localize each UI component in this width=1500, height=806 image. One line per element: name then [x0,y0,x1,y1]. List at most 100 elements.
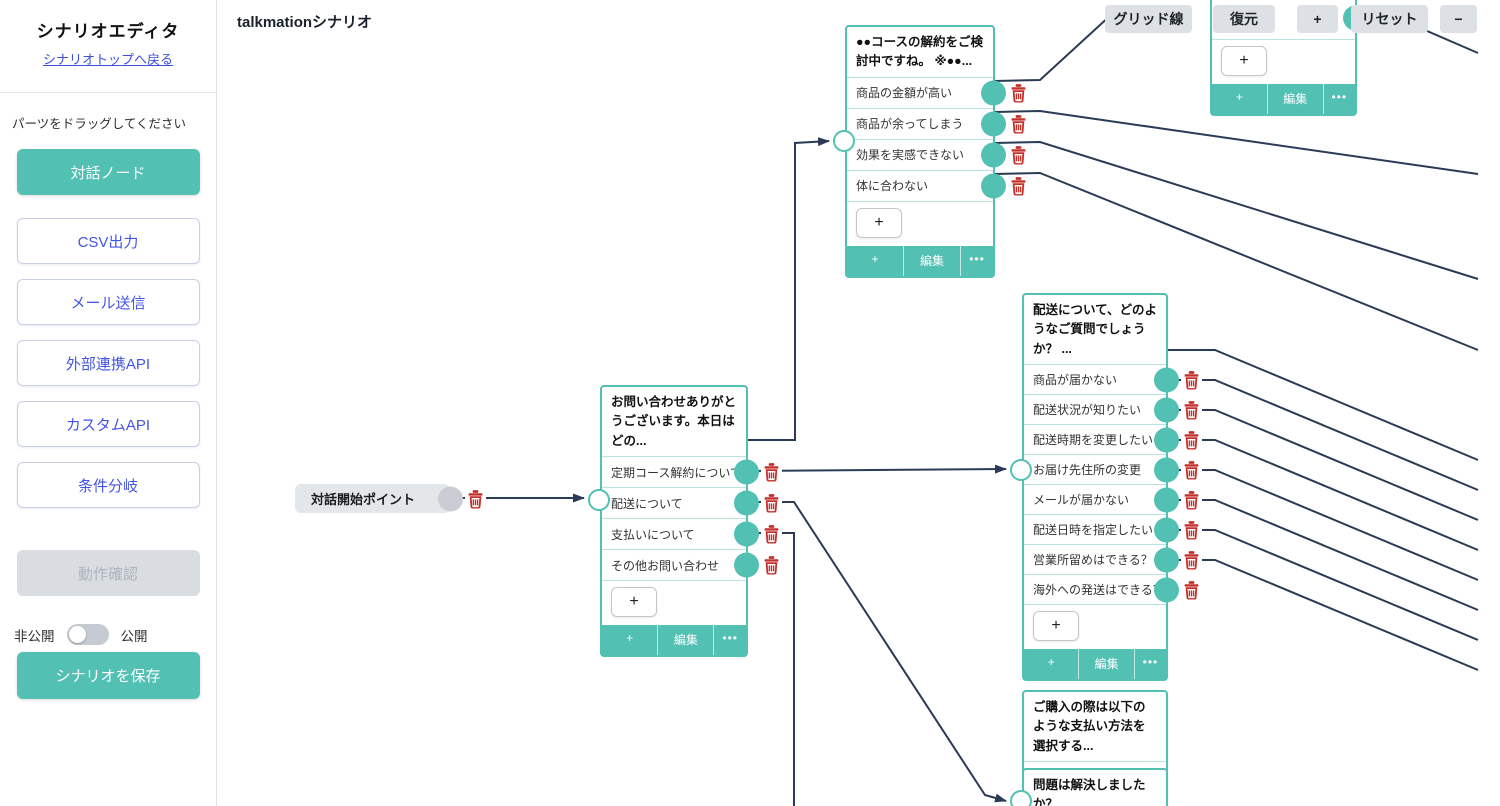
output-connector[interactable] [734,459,759,485]
start-point-node[interactable]: 対話開始ポイント [295,484,486,513]
output-connector[interactable] [1154,517,1179,543]
part-condition-branch-button[interactable]: 条件分岐 [16,462,200,508]
delete-connection-button[interactable] [761,554,782,576]
footer-edit-button[interactable]: 編集 [1078,649,1133,680]
back-to-scenario-top-link[interactable]: シナリオトップへ戻る [42,52,173,67]
part-csv-export-button[interactable]: CSV出力 [16,218,200,264]
footer-edit-button[interactable]: 編集 [1266,84,1323,114]
output-connector[interactable] [981,142,1006,168]
footer-add-button[interactable]: + [1235,90,1243,104]
node-item-label: 配送状況が知りたい [1033,403,1142,418]
delete-connection-button[interactable] [1008,113,1029,135]
node-item-row[interactable]: 営業所留めはできる？ [1024,545,1202,576]
footer-add-button[interactable]: + [626,631,634,646]
footer-edit-button[interactable]: 編集 [657,625,713,656]
restore-button[interactable]: 復元 [1213,5,1275,33]
delete-connection-button[interactable] [1181,489,1202,511]
node-item-row[interactable]: 配送状況が知りたい [1024,395,1202,426]
node-item-row[interactable]: 配送時期を変更したい [1024,425,1202,456]
footer-add-button[interactable]: + [871,251,879,266]
footer-more-button[interactable]: ••• [713,625,746,656]
delete-connection-button[interactable] [1008,82,1029,104]
dialog-node-delivery[interactable]: 配送について、どのようなご質問でしょうか？ ... 商品が届かない 配送状況が知… [1010,293,1202,682]
dialog-node-cancel-course[interactable]: ●●コースの解約をご検討中ですね。 ※●●... 商品の金額が高い 商品が余って… [833,25,1029,278]
node-item-row[interactable]: 商品が余ってしまう [847,108,1029,140]
output-connector[interactable] [1154,367,1179,393]
test-run-button[interactable]: 動作確認 [16,550,200,596]
output-connector[interactable] [1154,397,1179,423]
zoom-in-button[interactable]: + [1297,5,1338,33]
delete-connection-button[interactable] [761,523,782,545]
node-item-row[interactable]: メールが届かない [1024,485,1202,516]
output-connector[interactable] [1154,457,1179,483]
delete-connection-button[interactable] [465,488,486,509]
add-item-button[interactable]: + [611,587,657,618]
part-mail-send-button[interactable]: メール送信 [16,279,200,325]
output-connector[interactable] [438,486,463,511]
footer-edit-button[interactable]: 編集 [903,245,960,276]
footer-more-button[interactable]: ••• [1133,649,1166,680]
node-item-row[interactable]: 配送日時を指定したい [1024,515,1202,546]
delete-connection-button[interactable] [1181,519,1202,541]
delete-connection-button[interactable] [761,461,782,483]
add-item-row: + [602,581,746,626]
delete-connection-button[interactable] [761,492,782,514]
footer-more-button[interactable]: ••• [1322,84,1355,114]
input-connector[interactable] [1010,459,1032,481]
node-item-row[interactable]: 商品が届かない [1024,365,1202,396]
zoom-out-button[interactable]: − [1440,5,1477,33]
output-connector[interactable] [1154,547,1179,573]
part-custom-api-button[interactable]: カスタムAPI [16,401,200,447]
delete-connection-button[interactable] [1181,369,1202,391]
output-connector[interactable] [1154,577,1179,603]
trash-icon [467,488,484,509]
output-connector[interactable] [981,80,1006,106]
node-item-row[interactable]: 定期コース解約について [602,457,782,489]
node-item-row[interactable]: 海外への発送はできる？ [1024,575,1202,606]
node-item-row[interactable]: 体に合わない [847,170,1029,202]
add-item-button[interactable]: + [856,207,902,238]
delete-connection-button[interactable] [1181,429,1202,451]
add-item-button[interactable]: + [1221,46,1267,76]
output-connector[interactable] [1154,487,1179,513]
input-connector[interactable] [833,130,855,152]
output-connector[interactable] [981,173,1006,199]
add-item-row: + [1024,605,1166,650]
grid-lines-button[interactable]: グリッド線 [1105,5,1192,33]
dialog-node-welcome[interactable]: お問い合わせありがとうございます。本日はどの... 定期コース解約について 配送… [588,385,782,658]
input-connector[interactable] [588,489,610,511]
input-connector[interactable] [1010,790,1032,806]
node-item-row[interactable]: お届け先住所の変更 [1024,455,1202,486]
output-connector[interactable] [734,521,759,547]
trash-icon [1183,429,1200,450]
delete-connection-button[interactable] [1008,144,1029,166]
toggle-knob-icon [68,626,86,643]
node-item-row[interactable]: 商品の金額が高い [847,77,1029,109]
delete-connection-button[interactable] [1181,549,1202,571]
part-external-api-button[interactable]: 外部連携API [16,340,200,386]
visibility-off-label: 非公開 [14,628,55,644]
node-item-row[interactable]: 配送について [602,488,782,520]
trash-icon [1010,82,1027,103]
delete-connection-button[interactable] [1181,399,1202,421]
output-connector[interactable] [734,552,759,578]
dialog-node-resolved[interactable]: 問題は解決しましたか？ [1010,768,1168,806]
part-dialog-node-button[interactable]: 対話ノード [16,149,200,195]
footer-add-button[interactable]: + [1047,655,1055,670]
save-scenario-button[interactable]: シナリオを保存 [16,652,200,699]
node-item-row[interactable]: 支払いについて [602,519,782,551]
add-item-button[interactable]: + [1033,611,1079,642]
node-item-row[interactable]: 効果を実感できない [847,139,1029,171]
node-item-label: 支払いについて [611,527,695,542]
visibility-toggle[interactable] [66,624,109,645]
delete-connection-button[interactable] [1181,579,1202,601]
delete-connection-button[interactable] [1008,175,1029,197]
footer-more-button[interactable]: ••• [960,245,993,276]
output-connector[interactable] [734,490,759,516]
output-connector[interactable] [981,111,1006,137]
output-connector[interactable] [1154,427,1179,453]
reset-button[interactable]: リセット [1351,5,1428,33]
node-item-label: 定期コース解約について [611,465,743,480]
node-item-row[interactable]: その他お問い合わせ [602,550,782,582]
delete-connection-button[interactable] [1181,459,1202,481]
